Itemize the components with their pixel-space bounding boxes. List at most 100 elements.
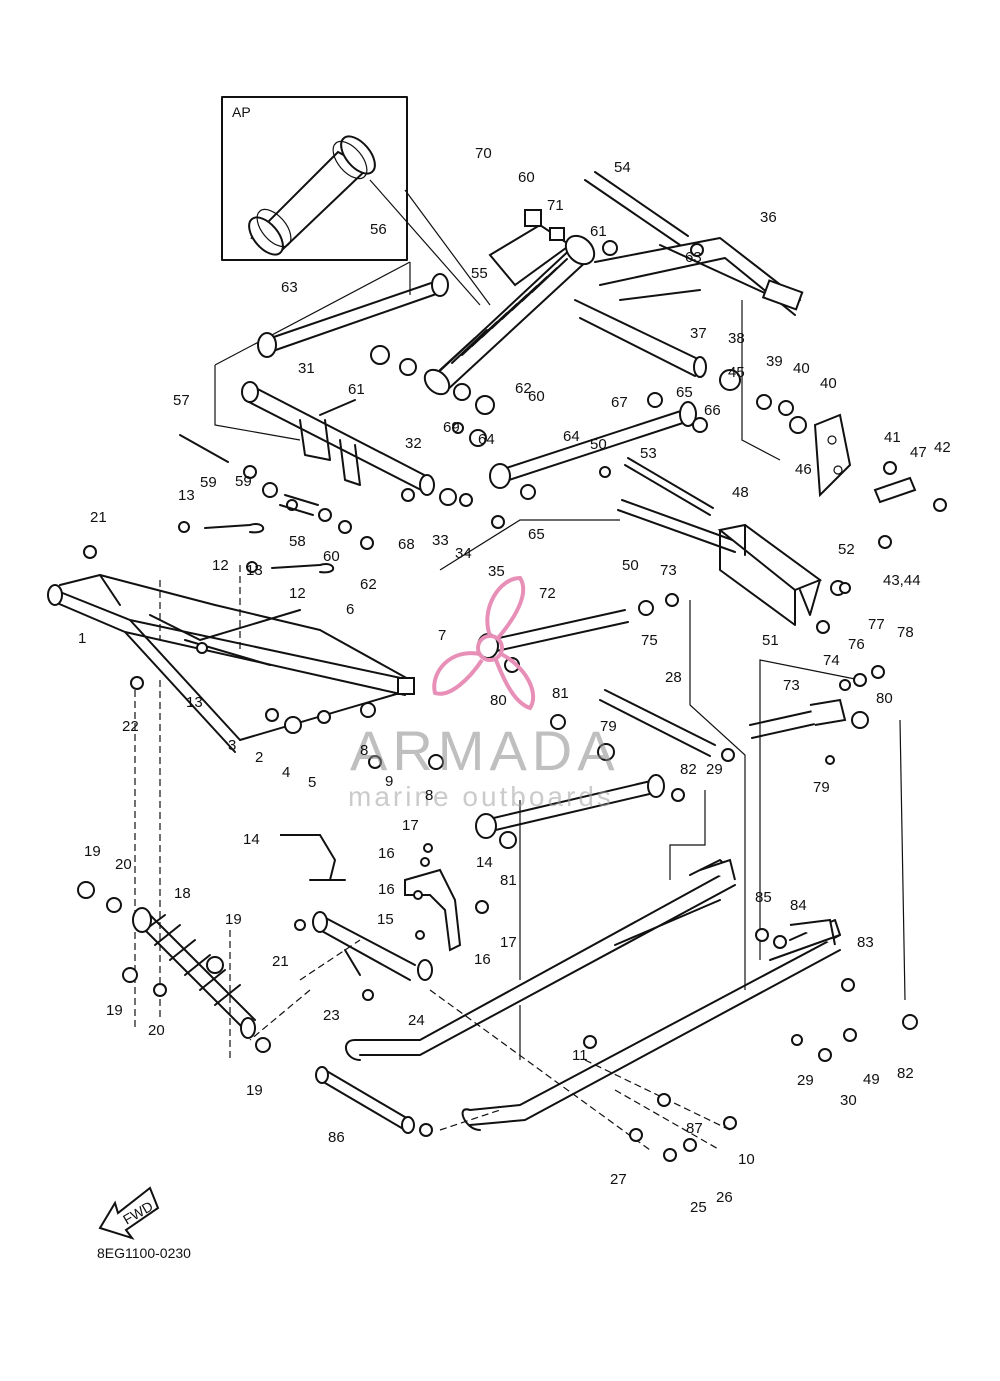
callout-label: 32 (405, 435, 422, 452)
callout-label: 1 (78, 630, 86, 647)
callout-label: 54 (614, 159, 631, 176)
callout-label: 6 (346, 601, 354, 618)
callout-label: 49 (863, 1071, 880, 1088)
bracket-47 (717, 523, 823, 626)
watermark-tagline: marine outboards (348, 781, 614, 812)
callout-label: 28 (665, 669, 682, 686)
callout-label: 61 (348, 381, 365, 398)
callout-label: 62 (360, 576, 377, 593)
callout-label: 78 (897, 624, 914, 641)
rod-63-upper (257, 273, 449, 358)
callout-label: 55 (471, 265, 488, 282)
callout-label: 16 (474, 951, 491, 968)
callout-label: 10 (738, 1151, 755, 1168)
shaft-72 (749, 698, 847, 739)
rod-80-lower (475, 774, 665, 839)
callout-label: 76 (848, 636, 865, 653)
callout-label: 60 (323, 548, 340, 565)
callout-label: 80 (876, 690, 893, 707)
shaft-28 (604, 689, 716, 746)
small-parts (77, 209, 947, 1162)
bolt-52 (624, 464, 711, 516)
callout-label: 47 (910, 444, 927, 461)
callout-label: 9 (385, 773, 393, 790)
callout-label: 45 (728, 364, 745, 381)
callout-label: 69 (443, 419, 460, 436)
rod-63-lower (489, 401, 697, 489)
callout-label: 26 (716, 1189, 733, 1206)
callout-label: 79 (600, 718, 617, 735)
callout-label: 19 (84, 843, 101, 860)
callout-label: 14 (476, 854, 493, 871)
callout-label: 60 (528, 388, 545, 405)
callout-label: 72 (539, 585, 556, 602)
callout-label: 34 (455, 545, 472, 562)
callout-label: 68 (398, 536, 415, 553)
fwd-arrow: FWD (98, 1186, 160, 1240)
callout-label: 18 (174, 885, 191, 902)
callout-label: 19 (225, 911, 242, 928)
bar-85 (315, 1066, 415, 1134)
callout-label: 40 (820, 375, 837, 392)
callout-label: 86 (328, 1129, 345, 1146)
boot-part-55 (248, 135, 376, 256)
callout-label: 65 (676, 384, 693, 401)
callout-labels: 1234567889101112121313131414151616161717… (78, 145, 951, 1216)
callout-label: 8 (425, 787, 433, 804)
callout-label: 67 (611, 394, 628, 411)
callout-label: 82 (680, 761, 697, 778)
inset-label: AP (232, 104, 251, 120)
callout-label: 79 (813, 779, 830, 796)
callout-label: 19 (106, 1002, 123, 1019)
arm-14-upper (280, 834, 346, 881)
callout-label: 31 (298, 360, 315, 377)
diagram-code: 8EG1100-0230 (97, 1245, 191, 1261)
callout-label: 29 (797, 1072, 814, 1089)
callout-label: 41 (884, 429, 901, 446)
callout-label: 56 (370, 221, 387, 238)
callout-label: 13 (246, 562, 263, 579)
rod-53 (584, 179, 681, 246)
callout-label: 16 (378, 881, 395, 898)
callout-label: 22 (122, 718, 139, 735)
upper-arm-36 (574, 237, 804, 378)
callout-label: 17 (402, 817, 419, 834)
slide-rail-left (345, 858, 736, 1061)
callout-label: 64 (478, 431, 495, 448)
slide-rail-right (461, 918, 841, 1131)
arm-14-lower (404, 868, 462, 952)
callout-label: 30 (840, 1092, 857, 1109)
callout-label: 58 (289, 533, 306, 550)
callout-label: 64 (563, 428, 580, 445)
plate-46 (873, 476, 917, 504)
callout-label: 33 (432, 532, 449, 549)
rod-49 (617, 509, 736, 553)
callout-label: 21 (272, 953, 289, 970)
callout-label: 19 (246, 1082, 263, 1099)
callout-label: 71 (547, 197, 564, 214)
callout-label: 83 (857, 934, 874, 951)
callout-label: 61 (590, 223, 607, 240)
callout-label: 53 (640, 445, 657, 462)
callout-label: 17 (500, 934, 517, 951)
pins-12 (179, 434, 335, 574)
callout-label: 3 (228, 737, 236, 754)
callout-label: 51 (762, 632, 779, 649)
callout-label: 40 (793, 360, 810, 377)
callout-label: 50 (622, 557, 639, 574)
callout-label: 77 (868, 616, 885, 633)
callout-label: 8 (360, 742, 368, 759)
callout-label: 23 (323, 1007, 340, 1024)
callout-label: 80 (490, 692, 507, 709)
rear-shock-54 (423, 223, 596, 396)
propeller-logo (432, 575, 536, 711)
callout-label: 13 (186, 694, 203, 711)
callout-label: 12 (289, 585, 306, 602)
callout-label: 66 (704, 402, 721, 419)
callout-label: 46 (795, 461, 812, 478)
callout-label: 65 (528, 526, 545, 543)
callout-label: 59 (200, 474, 217, 491)
callout-label: 20 (115, 856, 132, 873)
callout-label: 70 (475, 145, 492, 162)
